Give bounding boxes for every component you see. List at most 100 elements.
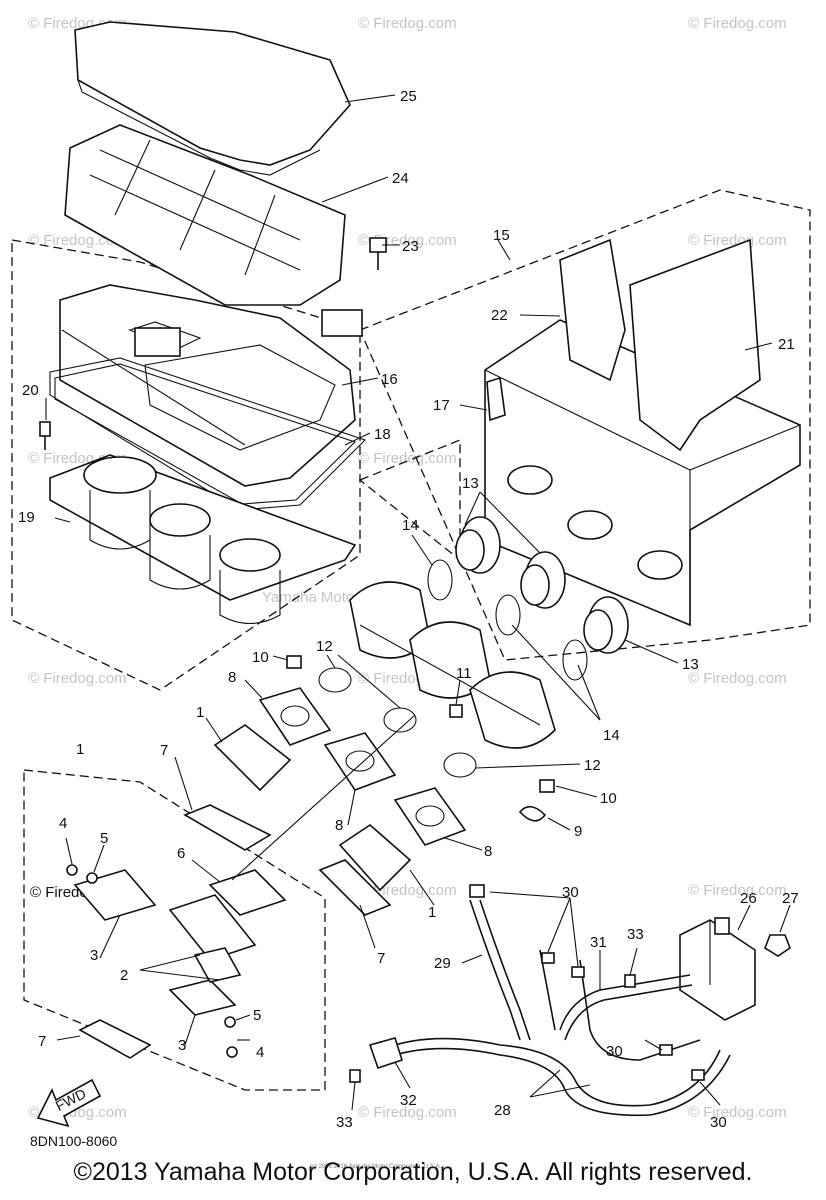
hose-29-edge: [479, 899, 531, 1041]
washer-5: [224, 1016, 236, 1028]
callout-30: 30: [710, 1114, 727, 1131]
clip-33: [349, 1069, 361, 1083]
intake-boot-3: [583, 596, 629, 654]
callout-23: 23: [402, 238, 419, 255]
watermark: © Firedog.com: [688, 882, 787, 899]
gasket-7: [183, 804, 272, 851]
carburetor-bank: [349, 581, 556, 749]
clip-17: [486, 376, 506, 422]
callout-13: 13: [462, 475, 479, 492]
callout-7: 7: [377, 950, 385, 967]
reed-valve-group-outline: [23, 769, 326, 1091]
callout-33: 33: [336, 1114, 353, 1131]
callout-10: 10: [252, 649, 269, 666]
callout-1: 1: [428, 904, 436, 921]
watermark: © Firedog.com: [358, 450, 457, 467]
callout-12: 12: [584, 757, 601, 774]
callout-31: 31: [590, 934, 607, 951]
clip-30: [659, 1044, 673, 1056]
screen-21: [629, 238, 761, 452]
clamp-14: [562, 639, 588, 681]
watermark: © Firedog.com: [688, 1104, 787, 1121]
callout-3: 3: [90, 947, 98, 964]
callout-8: 8: [335, 817, 343, 834]
watermark: © Firedog.com: [688, 232, 787, 249]
callout-14: 14: [603, 727, 620, 744]
callout-10: 10: [600, 790, 617, 807]
seal: [49, 357, 367, 511]
intake-boot-1: [455, 516, 501, 574]
oil-pump: [679, 917, 756, 1021]
intake-boot-2: [520, 551, 566, 609]
air-box-group-outline: [11, 239, 361, 691]
callout-15: 15: [493, 227, 510, 244]
filter-frame: [64, 124, 346, 306]
callout-labels: 25 24 23 15 22 21 16 17 18 20 19 13 14 1…: [18, 88, 799, 1131]
callout-20: 20: [22, 382, 39, 399]
callout-18: 18: [374, 426, 391, 443]
bolt-20: [39, 421, 51, 450]
callout-32: 32: [400, 1092, 417, 1109]
callout-16: 16: [381, 371, 398, 388]
leader-lines: [45, 94, 791, 1111]
callout-14: 14: [402, 517, 419, 534]
watermark: © Firedog.com: [688, 670, 787, 687]
clip-30: [571, 966, 585, 978]
bolt-10: [539, 779, 555, 793]
intake-group-outline: [359, 189, 811, 661]
hose-31: [559, 974, 691, 1031]
screw-4: [66, 864, 78, 876]
clamp-12: [318, 667, 352, 693]
callout-11: 11: [456, 665, 472, 682]
callout-25: 25: [400, 88, 417, 105]
clip-30: [469, 884, 485, 898]
callout-1: 1: [196, 704, 204, 721]
gasket-7: [318, 859, 392, 916]
reed-petal-2: [193, 947, 242, 983]
callout-26: 26: [740, 890, 757, 907]
callout-29: 29: [434, 955, 451, 972]
air-box-lower: [59, 284, 363, 487]
seal-inner: [54, 363, 357, 505]
diagram-code: 8DN100-8060: [30, 1133, 117, 1149]
reed-petal-2: [168, 894, 257, 961]
clip-33: [624, 974, 636, 988]
reed-valve-assembly: [213, 724, 412, 892]
callout-4: 4: [59, 815, 67, 832]
screen-22: [559, 238, 626, 382]
clamp-14: [495, 594, 521, 636]
watermark: © Firedog.com: [688, 15, 787, 32]
callout-8: 8: [484, 843, 492, 860]
washer-5: [86, 872, 98, 884]
bolt-10: [286, 655, 302, 669]
gasket-7: [78, 1019, 152, 1059]
small-print: (c) 2006 2016 Yamaha Motor Corporation, …: [310, 1164, 442, 1170]
watermark: © Firedog.com: [358, 1104, 457, 1121]
callout-12: 12: [316, 638, 333, 655]
watermark: © Firedog.com: [358, 15, 457, 32]
reed-housing-8: [323, 732, 397, 791]
reed-stopper-6: [208, 869, 287, 916]
callout-33: 33: [627, 926, 644, 943]
callout-19: 19: [18, 509, 35, 526]
callout-30: 30: [562, 884, 579, 901]
reed-housing-8: [258, 687, 332, 746]
callout-6: 6: [177, 845, 185, 862]
callout-8: 8: [228, 669, 236, 686]
copyright-footer: ©2013 Yamaha Motor Corporation, U.S.A. A…: [73, 1158, 753, 1186]
callout-21: 21: [778, 336, 795, 353]
watermark: © Firedog.com: [28, 670, 127, 687]
bolt-23: [369, 237, 387, 270]
bolt-11: [449, 704, 463, 718]
clip-30: [541, 952, 555, 964]
callout-28: 28: [494, 1102, 511, 1119]
callout-7: 7: [38, 1033, 46, 1050]
callout-7: 7: [160, 742, 168, 759]
callout-4: 4: [256, 1044, 264, 1061]
callout-9: 9: [574, 823, 582, 840]
callout-2: 2: [120, 967, 128, 984]
callout-17: 17: [433, 397, 450, 414]
clip-30: [691, 1069, 705, 1081]
callout-5: 5: [253, 1007, 261, 1024]
